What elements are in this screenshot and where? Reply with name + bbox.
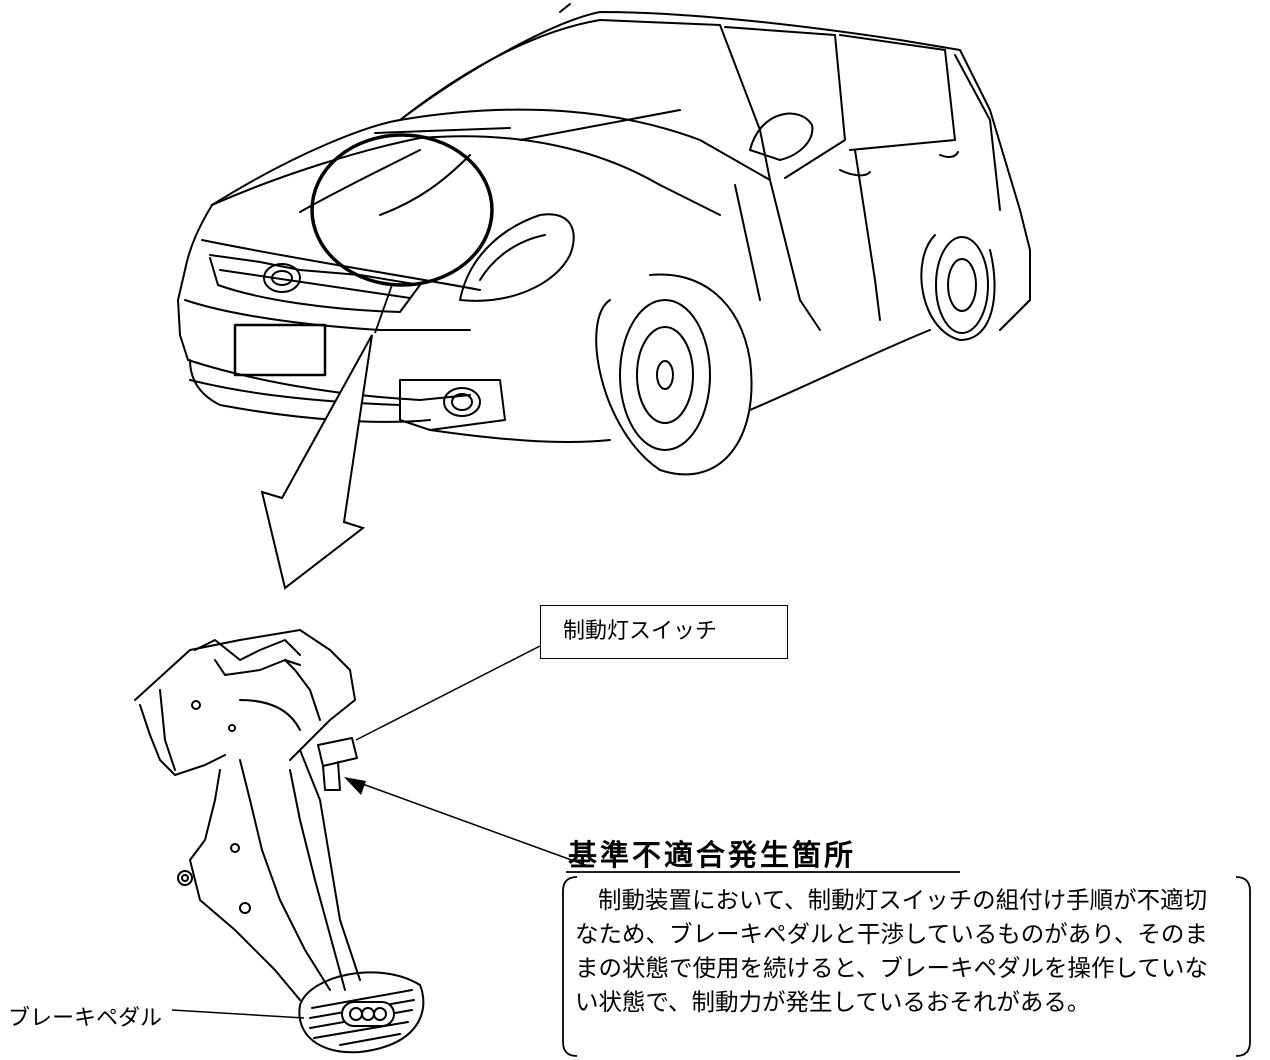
nonconformity-arrow-line (356, 781, 589, 867)
highlight-circle (310, 133, 494, 287)
circle-leader (374, 284, 393, 334)
nonconformity-description: 制動装置において、制動灯スイッチの組付け手順が不適切なため、ブレーキペダルと干渉… (575, 886, 1208, 1016)
brake-pedal-assembly (134, 629, 425, 1054)
brake-pedal-label: ブレーキペダル (8, 1006, 163, 1031)
nonconformity-title: 基準不適合発生箇所 (568, 838, 857, 872)
description-bracket-right (1235, 876, 1251, 1057)
car-illustration (177, 3, 1031, 476)
description-bracket-left (562, 876, 578, 1057)
stop-lamp-switch-label: 制動灯スイッチ (540, 605, 788, 659)
switch-leader (355, 645, 541, 741)
pedal-leader (171, 1009, 305, 1019)
hollow-arrow (260, 334, 373, 590)
nonconformity-arrow-head (344, 777, 366, 795)
